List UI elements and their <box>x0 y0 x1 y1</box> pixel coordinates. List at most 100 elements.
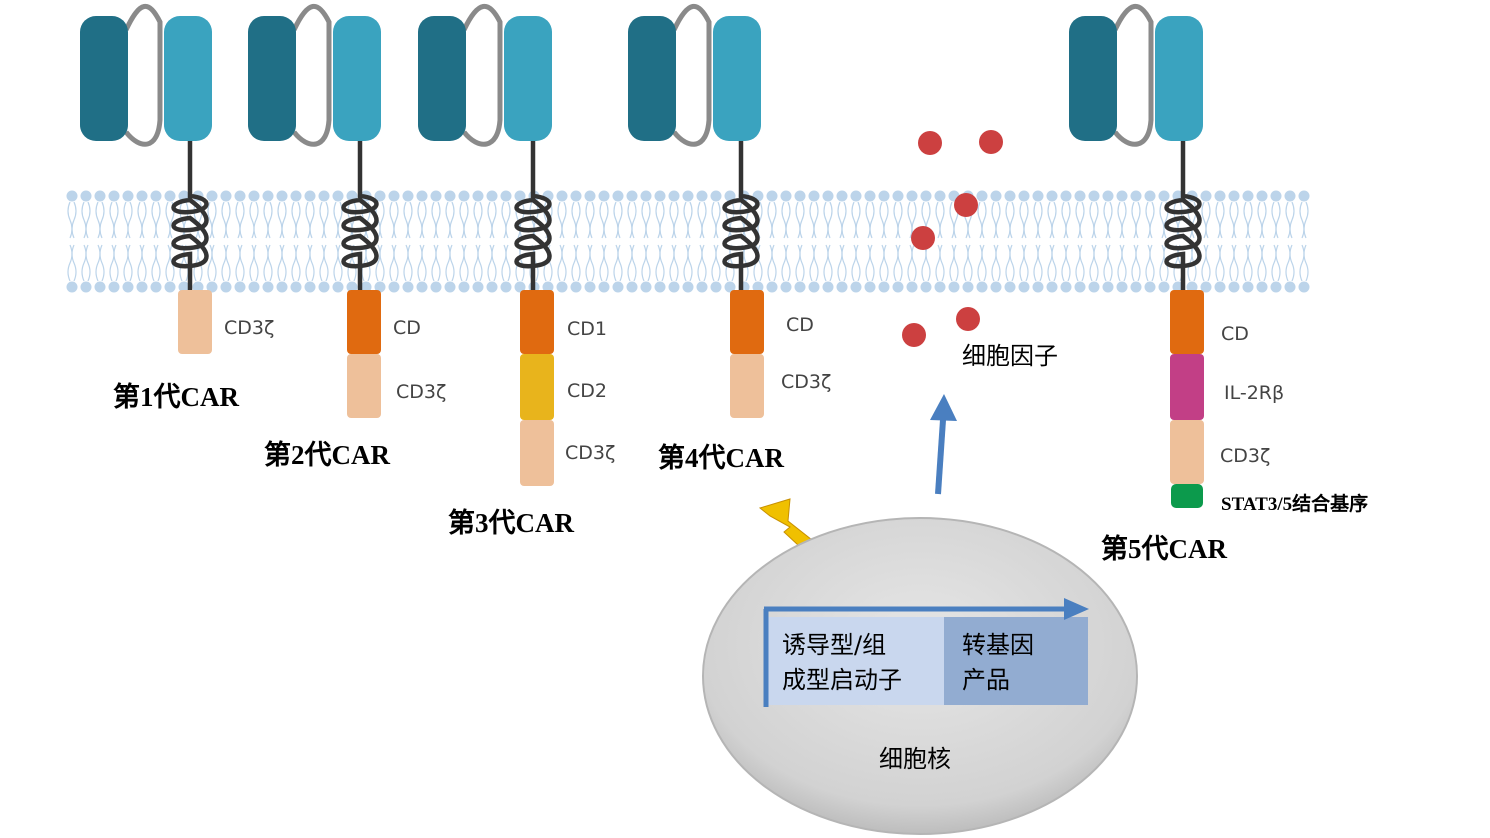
lipid-head <box>444 281 456 293</box>
lipid-head <box>444 190 456 202</box>
linker-loop <box>461 3 503 147</box>
lipid-tail <box>1061 244 1067 282</box>
lipid-tail <box>1215 201 1221 239</box>
lipid-tail <box>323 201 329 239</box>
gen4-cd3z-label: CD3ζ <box>781 371 831 393</box>
lipid-tail <box>841 201 847 239</box>
lipid-tail <box>1131 244 1137 282</box>
lipid-head <box>906 281 918 293</box>
lipid-tail <box>501 201 507 239</box>
lipid-tail <box>1299 201 1305 239</box>
lipid-head <box>262 281 274 293</box>
lipid-head <box>668 190 680 202</box>
lipid-tail <box>1261 201 1267 239</box>
lipid-head <box>374 190 386 202</box>
lipid-tail <box>347 244 353 282</box>
lipid-tail <box>1257 244 1263 282</box>
lipid-head <box>724 281 736 293</box>
lipid-tail <box>67 201 73 239</box>
lipid-tail <box>585 201 591 239</box>
lipid-tail <box>99 201 105 239</box>
gen1-domains: CD3ζ <box>178 290 274 354</box>
lipid-tail <box>645 201 651 239</box>
lipid-tail <box>253 201 259 239</box>
lipid-head <box>850 190 862 202</box>
lipid-tail <box>827 201 833 239</box>
lipid-head <box>920 281 932 293</box>
lipid-tail <box>1233 244 1239 282</box>
lipid-tail <box>697 201 703 239</box>
lipid-head <box>822 190 834 202</box>
lipid-tail <box>1205 201 1211 239</box>
cell-membrane <box>66 190 1310 293</box>
lipid-head <box>892 190 904 202</box>
lipid-tail <box>1089 201 1095 239</box>
lipid-head <box>234 190 246 202</box>
lipid-head <box>1242 190 1254 202</box>
lipid-tail <box>1289 244 1295 282</box>
lipid-tail <box>407 201 413 239</box>
lipid-tail <box>305 201 311 239</box>
lipid-head <box>1144 190 1156 202</box>
lipid-tail <box>967 244 973 282</box>
lipid-head <box>500 190 512 202</box>
lipid-tail <box>851 244 857 282</box>
lipid-tail <box>421 201 427 239</box>
lipid-head <box>1298 190 1310 202</box>
lipid-head <box>1102 190 1114 202</box>
gen4-receptor <box>628 3 761 290</box>
lipid-tail <box>1107 244 1113 282</box>
lipid-tail <box>949 201 955 239</box>
lipid-tail <box>109 201 115 239</box>
gen4-cd-domain <box>730 290 764 354</box>
lipid-tail <box>1201 201 1207 239</box>
lipid-tail <box>711 244 717 282</box>
lipid-tail <box>151 244 157 282</box>
lipid-tail <box>1271 201 1277 239</box>
gen2-cd-domain <box>347 290 381 354</box>
lipid-head <box>1018 190 1030 202</box>
lipid-head <box>1186 281 1198 293</box>
lipid-tail <box>449 201 455 239</box>
lipid-tail <box>113 244 119 282</box>
lipid-head <box>472 190 484 202</box>
lipid-head <box>360 281 372 293</box>
lipid-head <box>1256 281 1268 293</box>
lipid-tail <box>291 244 297 282</box>
lipid-head <box>598 190 610 202</box>
lipid-head <box>780 281 792 293</box>
lipid-tail <box>1079 201 1085 239</box>
gen5-il2rb-domain <box>1170 354 1204 420</box>
lipid-tail <box>813 244 819 282</box>
lipid-tail <box>1219 244 1225 282</box>
lipid-tail <box>379 201 385 239</box>
gen5-domains: CD IL-2Rβ CD3ζ STAT3/5结合基序 <box>1170 290 1368 515</box>
gen3-cd1-label: CD1 <box>567 318 607 340</box>
lipid-tail <box>309 201 315 239</box>
lipid-tail <box>767 201 773 239</box>
lipid-head <box>332 281 344 293</box>
lipid-head <box>150 281 162 293</box>
lipid-head <box>682 190 694 202</box>
gen3-receptor <box>418 3 552 290</box>
linker-loop <box>671 3 712 147</box>
scfv-dark-domain <box>80 16 128 141</box>
gen1-label: 第1代CAR <box>113 381 239 412</box>
lipid-head <box>654 281 666 293</box>
lipid-tail <box>879 244 885 282</box>
lipid-tail <box>85 201 91 239</box>
transmembrane-spring <box>1164 141 1202 290</box>
lipid-head <box>500 281 512 293</box>
lipid-head <box>150 190 162 202</box>
lipid-head <box>1074 190 1086 202</box>
lipid-head <box>458 190 470 202</box>
promoter-box <box>766 617 944 705</box>
lipid-head <box>668 281 680 293</box>
lipid-head <box>836 281 848 293</box>
gen5-stat-label: STAT3/5结合基序 <box>1221 492 1368 515</box>
scfv-dark-domain <box>628 16 676 141</box>
scfv-light-domain <box>713 16 761 141</box>
lipid-tail <box>1159 201 1165 239</box>
lipid-head <box>514 281 526 293</box>
